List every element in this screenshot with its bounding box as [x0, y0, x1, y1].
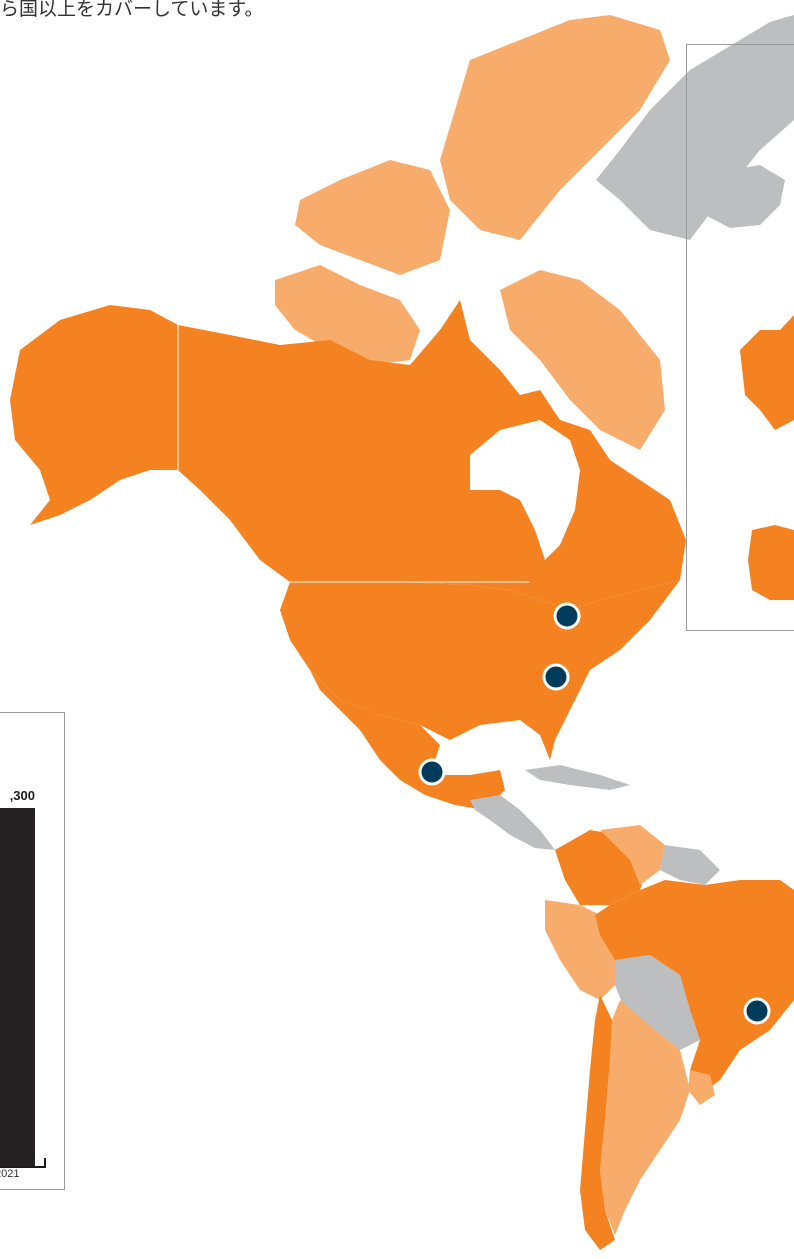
bar-value-label: ,300 — [9, 788, 35, 803]
argentina — [600, 1000, 690, 1235]
alaska — [10, 305, 178, 525]
bar-2021 — [0, 808, 35, 1166]
brazil — [595, 880, 794, 1095]
victoria-island — [275, 265, 420, 365]
united-states — [280, 580, 680, 760]
hudson-bay — [470, 420, 580, 560]
caribbean — [525, 765, 630, 790]
arctic-islands-west — [295, 160, 450, 275]
x-tick-label: 2021 — [0, 1168, 20, 1180]
mexico — [310, 670, 505, 810]
bolivia — [615, 955, 700, 1050]
sao-paulo-marker — [743, 997, 771, 1025]
baffin-island — [500, 270, 665, 450]
british-isles — [740, 315, 794, 430]
central-america — [470, 795, 555, 850]
page-title: ら国以上をカバーしています。 — [0, 0, 264, 20]
venezuela — [600, 825, 665, 885]
europe-inset-panel — [686, 44, 794, 631]
uruguay — [688, 1070, 715, 1105]
x-axis-line — [0, 1166, 46, 1168]
washington-marker — [542, 663, 570, 691]
mexico-city-marker — [418, 758, 446, 786]
iberia — [748, 525, 794, 600]
toronto-marker — [553, 602, 581, 630]
chart-panel: ,300 2021 — [0, 712, 65, 1190]
x-axis-tick — [44, 1158, 46, 1168]
greenland — [596, 15, 794, 240]
arctic-islands — [440, 15, 670, 240]
guianas — [660, 845, 720, 885]
iceland — [700, 165, 785, 228]
chile — [580, 995, 615, 1250]
